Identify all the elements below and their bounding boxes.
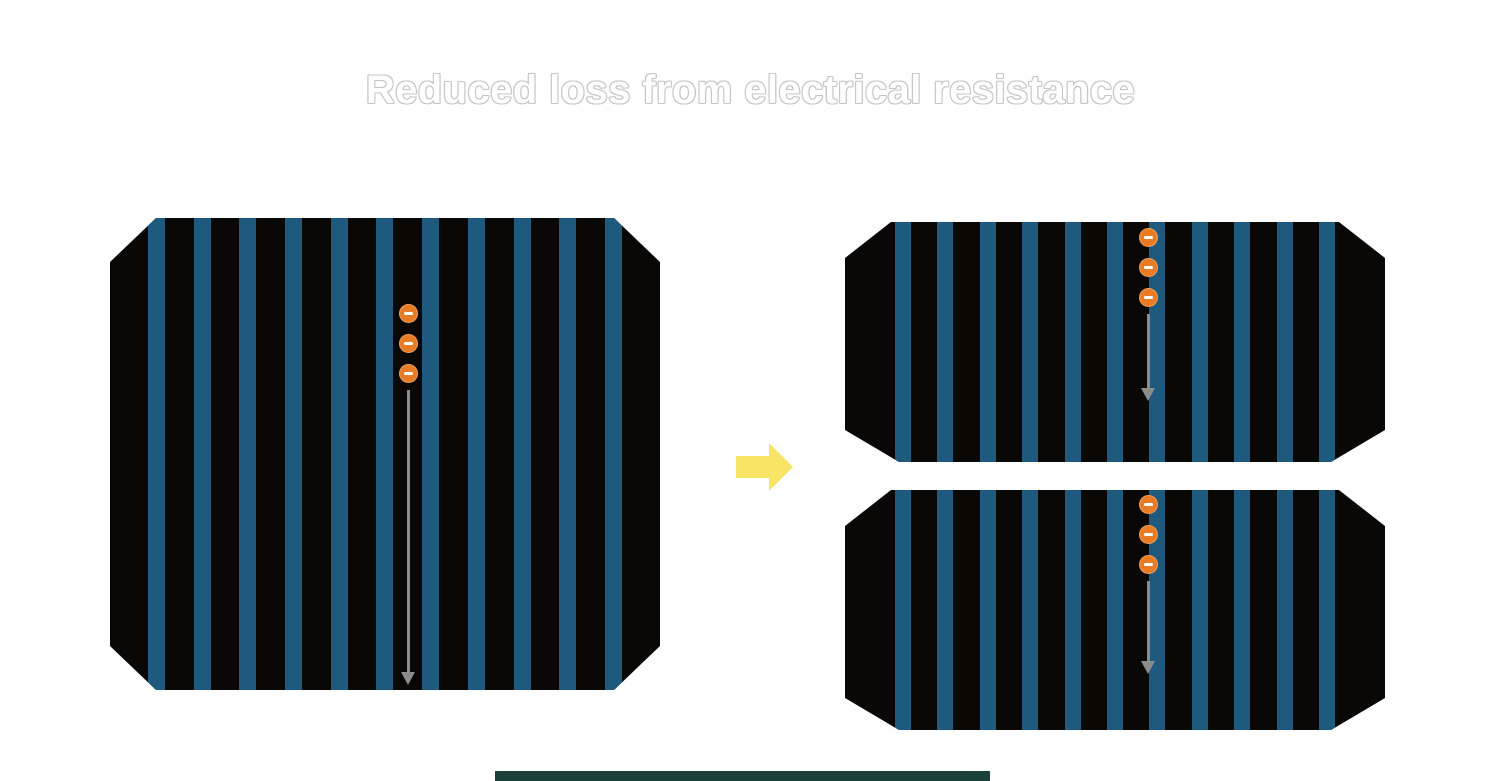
page-title: Reduced loss from electrical resistance [365,68,1136,112]
busbar-stripe [422,218,439,690]
current-arrow-head-icon [1141,388,1155,401]
minus-sign-icon [1144,533,1153,536]
busbar-stripe [1277,490,1293,730]
electron-group [1139,495,1158,574]
minus-sign-icon [1144,503,1153,506]
current-arrow-line [1147,314,1150,388]
busbar-stripe [1022,490,1038,730]
current-arrow-head-icon [1141,661,1155,674]
electron-group [399,304,418,383]
busbar-stripe [514,218,531,690]
busbar-stripe [1192,490,1208,730]
busbar-stripe [1149,222,1165,462]
busbar-stripe [1277,222,1293,462]
busbar-stripe [148,218,165,690]
footer-bar [495,771,990,781]
busbar-stripe [331,218,348,690]
busbar-stripe [1107,490,1123,730]
busbar-stripe [895,490,911,730]
busbar-group [110,218,660,690]
minus-sign-icon [404,342,413,345]
busbar-stripe [239,218,256,690]
electron-icon [1139,288,1158,307]
electron-icon [399,334,418,353]
busbar-stripe [895,222,911,462]
half-solar-cell-bottom [845,490,1385,730]
half-solar-cell-top [845,222,1385,462]
busbar-stripe [376,218,393,690]
current-arrow-head-icon [401,672,415,685]
full-solar-cell [110,218,660,690]
busbar-stripe [605,218,622,690]
busbar-stripe [980,222,996,462]
electron-icon [1139,525,1158,544]
busbar-stripe [1234,490,1250,730]
minus-sign-icon [1144,236,1153,239]
busbar-stripe [1319,490,1335,730]
minus-sign-icon [404,312,413,315]
electron-icon [1139,228,1158,247]
busbar-stripe [1107,222,1123,462]
electron-flow-bottom [1137,495,1159,674]
electron-icon [1139,258,1158,277]
transform-arrow-icon [736,442,794,492]
electron-flow-full [397,304,419,685]
busbar-group [845,222,1385,462]
minus-sign-icon [404,372,413,375]
busbar-stripe [937,222,953,462]
electron-group [1139,228,1158,307]
busbar-stripe [1319,222,1335,462]
minus-sign-icon [1144,266,1153,269]
busbar-group [845,490,1385,730]
busbar-stripe [1234,222,1250,462]
electron-icon [1139,495,1158,514]
current-arrow-line [407,390,410,672]
busbar-stripe [1065,490,1081,730]
busbar-stripe [194,218,211,690]
busbar-stripe [1065,222,1081,462]
minus-sign-icon [1144,296,1153,299]
busbar-stripe [1022,222,1038,462]
current-arrow-line [1147,581,1150,661]
electron-flow-top [1137,228,1159,401]
electron-icon [399,304,418,323]
busbar-stripe [468,218,485,690]
electron-icon [1139,555,1158,574]
electron-icon [399,364,418,383]
busbar-stripe [285,218,302,690]
busbar-stripe [559,218,576,690]
busbar-stripe [937,490,953,730]
busbar-stripe [1192,222,1208,462]
busbar-stripe [980,490,996,730]
minus-sign-icon [1144,563,1153,566]
